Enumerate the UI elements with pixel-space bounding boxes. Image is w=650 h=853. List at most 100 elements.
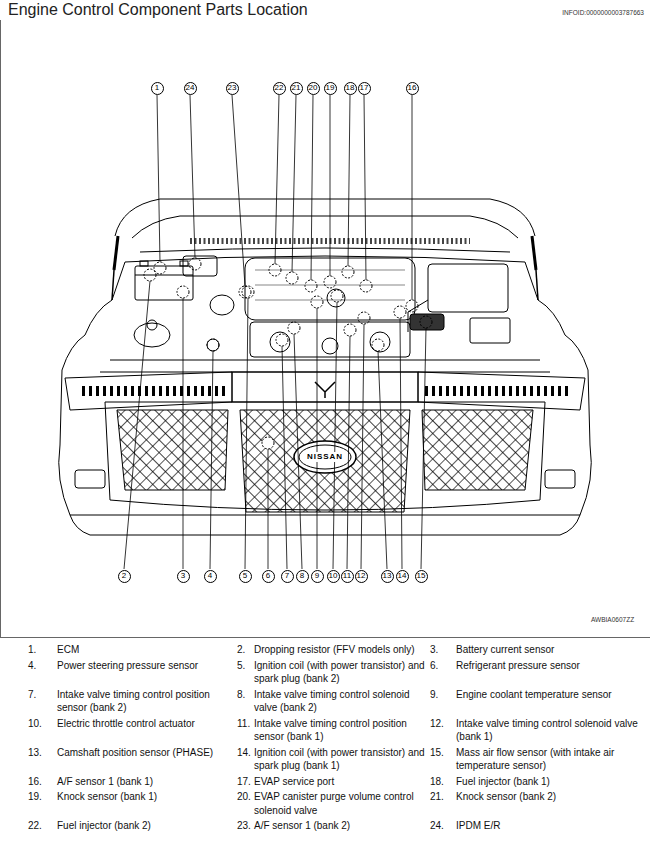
part-name: A/F sensor 1 (bank 2) (254, 819, 430, 833)
callout-circle: 11 (341, 570, 354, 583)
drawing-code: AWBIA0607ZZ (591, 616, 634, 624)
item-number: 4. (28, 659, 57, 686)
part-name: Intake valve timing control position sen… (254, 717, 430, 744)
callout-number: 5 (243, 572, 247, 580)
radiator-support (110, 360, 540, 361)
part-name: Intake valve timing control solenoid val… (254, 688, 430, 715)
item-number: 24. (430, 819, 456, 833)
location-mark (154, 262, 166, 274)
part-name: EVAP service port (254, 775, 430, 789)
callout-number: 13 (383, 572, 392, 580)
headlamp (418, 372, 585, 410)
part-name: EVAP canister purge volume control solen… (254, 790, 430, 817)
leader-line (364, 95, 366, 280)
reservoir (134, 323, 170, 347)
callout-number: 15 (417, 572, 426, 580)
callout-circle: 2 (118, 570, 131, 583)
callout-number: 12 (357, 572, 366, 580)
part-name: A/F sensor 1 (bank 1) (57, 775, 237, 789)
part-name: Engine coolant temperature sensor (456, 688, 642, 715)
cowl-line (140, 248, 510, 252)
part-name: Camshaft position sensor (PHASE) (57, 746, 237, 773)
location-mark (269, 264, 281, 276)
leader-line (378, 351, 387, 569)
part-name: Dropping resistor (FFV models only) (254, 643, 430, 657)
callout-circle: 7 (281, 570, 294, 583)
location-mark (372, 339, 384, 351)
part-name: Ignition coil (with power transistor) an… (254, 659, 430, 686)
leader-line (190, 95, 195, 258)
item-number: 10. (28, 717, 57, 744)
location-mark (311, 296, 323, 308)
location-mark (406, 300, 418, 312)
callout-circle: 8 (296, 570, 309, 583)
callout-number: 10 (329, 572, 338, 580)
leader-line (348, 95, 350, 266)
item-number: 17. (237, 775, 254, 789)
pulley (322, 338, 338, 354)
location-mark (239, 286, 251, 298)
callout-number: 1 (155, 84, 159, 92)
part-name: ECM (57, 643, 237, 657)
location-mark (276, 334, 288, 346)
item-number: 15. (430, 746, 456, 773)
item-number: 11. (237, 717, 254, 744)
parts-table: 1.ECM2.Dropping resistor (FFV models onl… (28, 643, 642, 833)
battery-terminal (180, 261, 188, 266)
drawing-code: INFOID:0000000003787663 (562, 9, 644, 17)
part-name: IPDM E/R (456, 819, 642, 833)
item-number: 19. (28, 790, 57, 817)
part-name: Battery current sensor (456, 643, 642, 657)
callout-circle: 21 (290, 82, 303, 95)
part-name: Mass air flow sensor (with intake air te… (456, 746, 642, 773)
location-mark (360, 280, 372, 292)
leader-line (421, 328, 426, 569)
callout-circle: 18 (344, 82, 357, 95)
location-mark (242, 286, 254, 298)
callout-number: 21 (292, 84, 301, 92)
callout-number: 2 (122, 572, 126, 580)
item-number: 12. (430, 717, 456, 744)
leader-line (294, 334, 302, 569)
callout-circle: 19 (324, 82, 337, 95)
part-name: Fuel injector (bank 2) (57, 819, 237, 833)
callout-number: 16 (408, 84, 417, 92)
leader-line (412, 95, 413, 300)
hood-strut (114, 236, 118, 270)
callout-number: 19 (326, 84, 335, 92)
item-number: 2. (237, 643, 254, 657)
fog-lamp (75, 470, 105, 488)
ipdm-box (183, 256, 217, 276)
page-title: Engine Control Component Parts Location (8, 1, 308, 19)
item-number: 1. (28, 643, 57, 657)
leader-line (157, 95, 160, 262)
leader-lines (124, 95, 426, 569)
location-mark (358, 312, 370, 324)
leader-line (292, 95, 296, 272)
air-cleaner (428, 264, 508, 312)
item-number: 14. (237, 746, 254, 773)
location-mark (342, 266, 354, 278)
item-number: 18. (430, 775, 456, 789)
part-name: Fuel injector (bank 1) (456, 775, 642, 789)
engine-bay-rim (112, 256, 538, 300)
location-mark (207, 339, 219, 351)
callout-circle: 3 (177, 570, 190, 583)
location-mark (331, 290, 343, 302)
callout-circle: 12 (355, 570, 368, 583)
lamp-slots (425, 386, 568, 396)
item-number: 7. (28, 688, 57, 715)
leader-line (268, 449, 269, 569)
part-name: Intake valve timing control position sen… (57, 688, 237, 715)
callout-number: 6 (266, 572, 270, 580)
part-name: Power steering pressure sensor (57, 659, 237, 686)
callout-number: 4 (208, 572, 212, 580)
item-number: 20. (237, 790, 254, 817)
badge-ring (294, 441, 356, 473)
callout-number: 9 (315, 572, 319, 580)
location-mark (286, 272, 298, 284)
callout-number: 17 (360, 84, 369, 92)
callout-circle: 20 (307, 82, 320, 95)
pulley (370, 332, 390, 352)
